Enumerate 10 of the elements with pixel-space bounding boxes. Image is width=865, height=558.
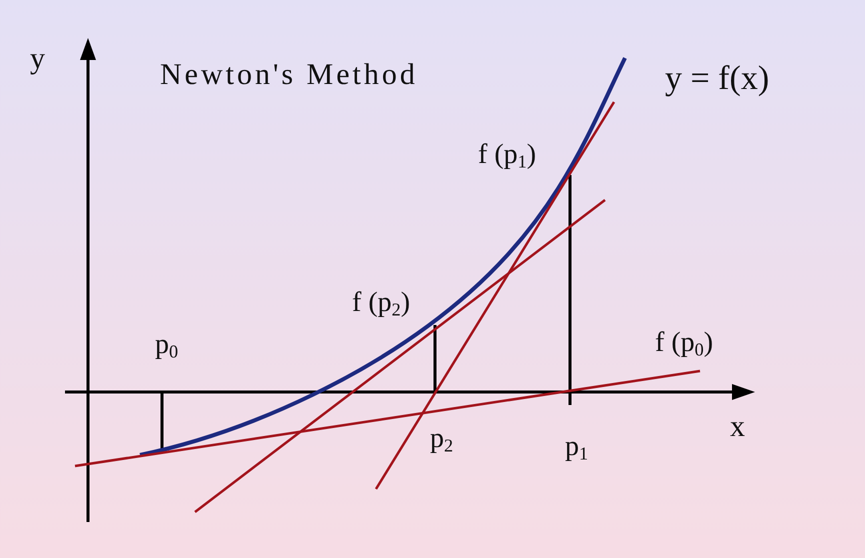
point-label: f (p$_{2}$): [352, 288, 410, 320]
function-label: y = f(x): [665, 60, 770, 98]
point-label: p$_{2}$: [430, 424, 454, 456]
point-label: p$_{0}$: [155, 330, 178, 362]
point-label: p$_{1}$: [565, 432, 588, 464]
axis-label: y: [30, 42, 45, 75]
diagram-title: Newton's Method: [160, 58, 418, 91]
point-label: f (p$_{0}$): [655, 328, 714, 360]
point-label: f (p$_{1}$): [478, 140, 536, 172]
axis-label: x: [730, 410, 745, 443]
